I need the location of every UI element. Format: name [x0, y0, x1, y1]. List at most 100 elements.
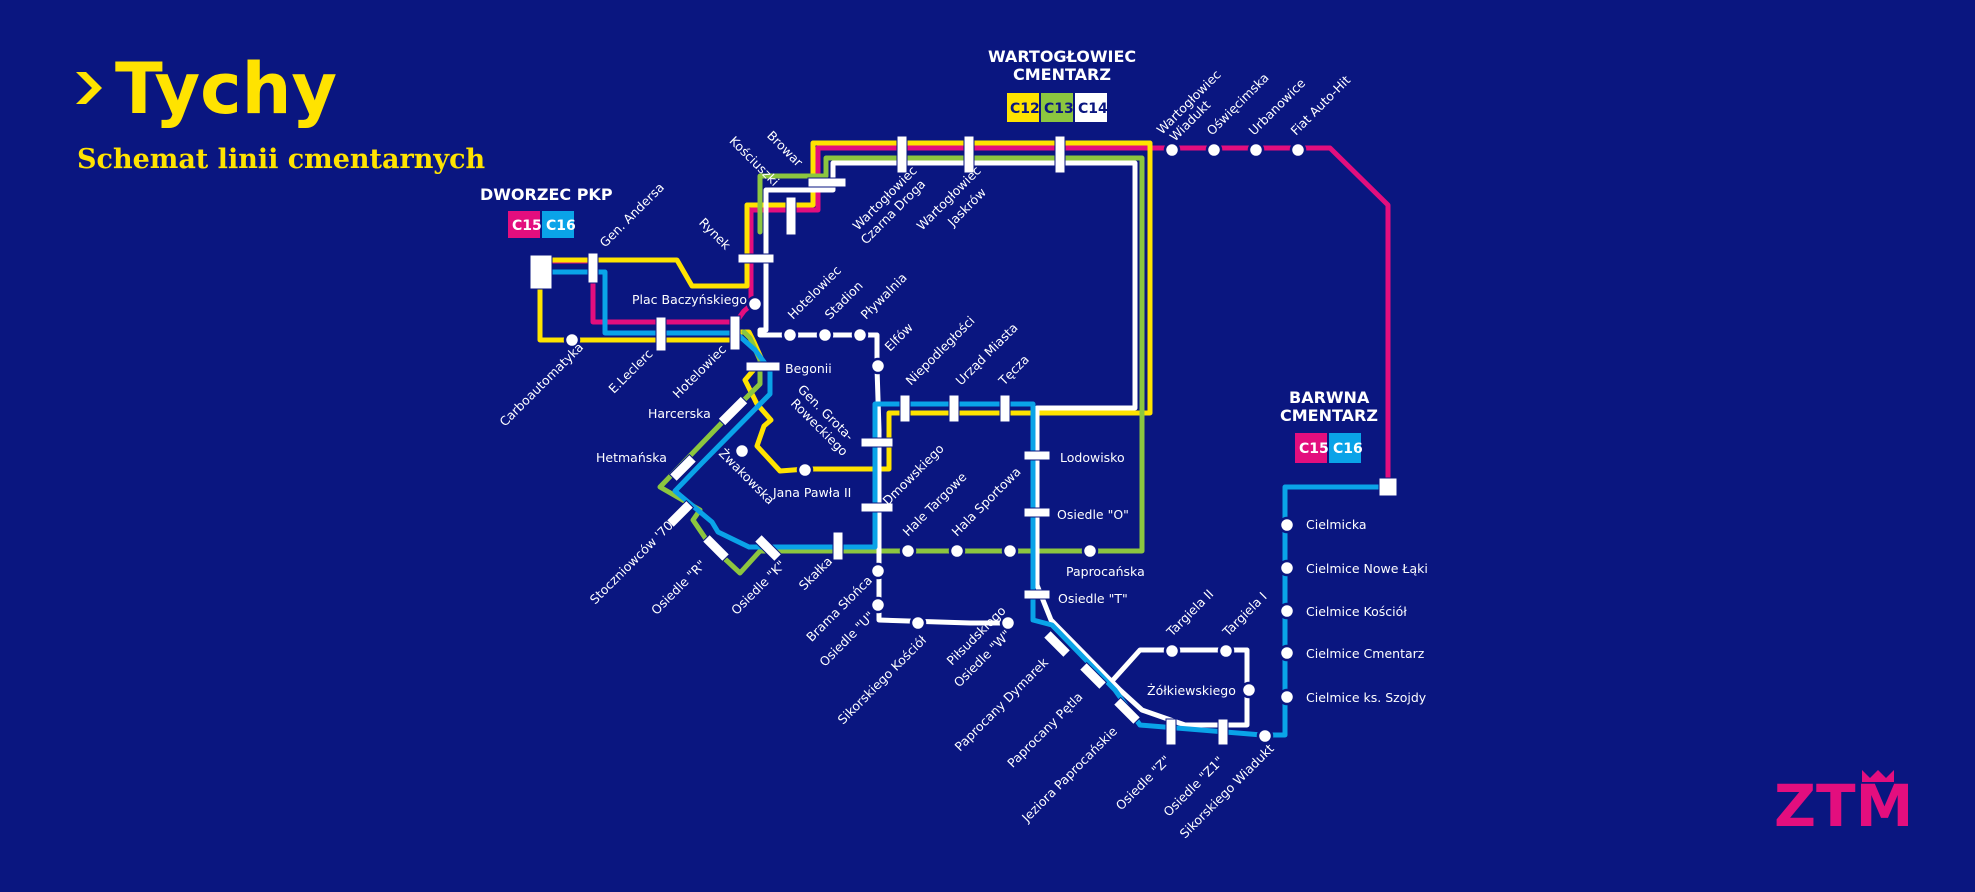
- stop-osiedle-w[interactable]: [999, 614, 1017, 632]
- label-nowe-laki: Cielmice Nowe Łąki: [1306, 561, 1428, 576]
- ztm-logo: ZTM: [1774, 770, 1913, 840]
- label-begonii: Begonii: [785, 361, 832, 376]
- stop-stadion[interactable]: [816, 326, 834, 344]
- stop-hotelowiec-s[interactable]: [781, 326, 799, 344]
- station-hotelowiec-w[interactable]: [729, 315, 741, 351]
- stop-elfow[interactable]: [869, 357, 887, 375]
- station-osiedle-r[interactable]: [701, 533, 731, 563]
- terminal-barwna: BARWNA CMENTARZ C15 C16: [1280, 388, 1378, 463]
- stop-zwakowska[interactable]: [733, 442, 751, 460]
- station-osiedle-t[interactable]: [1023, 589, 1051, 600]
- badge-c14-label: C14: [1078, 101, 1108, 117]
- station-hetmanska[interactable]: [668, 453, 698, 483]
- terminal-barwna-name-1: BARWNA: [1289, 388, 1370, 407]
- stop-kosciol[interactable]: [1278, 602, 1296, 620]
- station-rynek[interactable]: [737, 253, 775, 264]
- station-wart-czarna[interactable]: [896, 135, 908, 174]
- badge-c16-label: C16: [1333, 441, 1363, 457]
- terminal-wartoglowiec: WARTOGŁOWIEC CMENTARZ C12 C13 C14: [988, 47, 1136, 122]
- station-skalka[interactable]: [832, 531, 844, 561]
- station-wart-cmentarz[interactable]: [1054, 135, 1066, 174]
- label-zolkiewskiego: Żółkiewskiego: [1147, 683, 1236, 698]
- stations: [529, 135, 1398, 746]
- station-barwna[interactable]: [1378, 477, 1398, 497]
- stop-zolkiewskiego[interactable]: [1240, 681, 1258, 699]
- label-osiedle-t: Osiedle "T": [1058, 591, 1128, 606]
- stop-plywalnia[interactable]: [851, 326, 869, 344]
- stop-fiat[interactable]: [1289, 141, 1307, 159]
- station-jeziora[interactable]: [1112, 696, 1142, 726]
- stop-plac[interactable]: [746, 295, 764, 313]
- map-subtitle: Schemat linii cmentarnych: [77, 144, 486, 175]
- label-cmentarz: Cielmice Cmentarz: [1306, 646, 1425, 661]
- station-begonii[interactable]: [745, 361, 781, 372]
- stop-paprocanska[interactable]: [1081, 542, 1099, 560]
- station-osiedle-k[interactable]: [753, 533, 783, 563]
- station-pap-dymarek[interactable]: [1042, 629, 1072, 659]
- station-dmowskiego[interactable]: [860, 502, 894, 513]
- station-lodowisko[interactable]: [1023, 450, 1051, 461]
- label-kosciol: Cielmice Kościół: [1306, 604, 1407, 619]
- stop-nowe-laki[interactable]: [1278, 559, 1296, 577]
- label-targiela-2: Targiela II: [1163, 586, 1217, 640]
- stop-oswiecimska[interactable]: [1205, 141, 1223, 159]
- badge-c15: [508, 211, 540, 238]
- station-osiedle-o[interactable]: [1023, 507, 1051, 518]
- station-eleclerc[interactable]: [655, 316, 667, 352]
- stop-sikorskiego-k[interactable]: [909, 614, 927, 632]
- label-elfow: Elfów: [882, 320, 916, 354]
- stop-targiela-2[interactable]: [1163, 642, 1181, 660]
- chevron-right-icon: [76, 72, 102, 104]
- label-harcerska: Harcerska: [648, 406, 711, 421]
- station-kosciuszki[interactable]: [785, 196, 797, 236]
- label-szojdy: Cielmice ks. Szojdy: [1306, 690, 1427, 705]
- stop-brama[interactable]: [869, 562, 887, 580]
- station-dworzec[interactable]: [529, 254, 553, 290]
- station-browar[interactable]: [807, 177, 847, 188]
- stop-labels: Gen. Andersa Rynek Kościuszki Browar War…: [496, 67, 1428, 841]
- terminal-barwna-name-2: CMENTARZ: [1280, 406, 1378, 425]
- stop-osiedle-u[interactable]: [869, 596, 887, 614]
- label-eleclerc: E.Leclerc: [605, 346, 655, 396]
- badge-c16: [542, 211, 574, 238]
- station-pap-petla[interactable]: [1078, 661, 1108, 691]
- badge-c15-label: C15: [512, 218, 542, 234]
- stop-targiela-1[interactable]: [1217, 642, 1235, 660]
- station-niepodleglosci[interactable]: [899, 394, 911, 423]
- stop-cielmicka[interactable]: [1278, 516, 1296, 534]
- label-plywalnia: Pływalnia: [858, 270, 910, 322]
- header: Tychy Schemat linii cmentarnych: [76, 48, 486, 175]
- label-cielmicka: Cielmicka: [1306, 517, 1367, 532]
- stop-pilsudskiego-dot[interactable]: [1001, 542, 1019, 560]
- station-urzad[interactable]: [948, 394, 960, 423]
- station-osiedle-z1[interactable]: [1217, 718, 1229, 746]
- station-grota[interactable]: [860, 437, 894, 448]
- label-osiedle-k: Osiedle "K": [728, 557, 788, 617]
- stop-wart-wiadukt[interactable]: [1163, 141, 1181, 159]
- label-hetmanska: Hetmańska: [596, 450, 667, 465]
- logo-text: ZTM: [1774, 772, 1913, 840]
- badge-c13: [1041, 93, 1073, 122]
- terminal-dworzec: DWORZEC PKP C15 C16: [480, 185, 613, 238]
- station-stoczniowcow[interactable]: [665, 499, 695, 529]
- stop-sikorskiego-w[interactable]: [1256, 727, 1274, 745]
- stop-carbo[interactable]: [563, 331, 581, 349]
- label-browar: Browar: [764, 128, 806, 170]
- stop-urbanowice[interactable]: [1247, 141, 1265, 159]
- stop-cmentarz[interactable]: [1278, 644, 1296, 662]
- stop-hale[interactable]: [899, 542, 917, 560]
- station-tecza[interactable]: [999, 394, 1011, 423]
- badge-c16-label: C16: [546, 218, 576, 234]
- station-harcerska[interactable]: [717, 395, 749, 427]
- label-carbo: Carboautomatyka: [496, 339, 586, 429]
- station-gen-andersa[interactable]: [587, 252, 599, 284]
- badge-c12-label: C12: [1010, 101, 1040, 117]
- city-title: Tychy: [115, 48, 337, 130]
- stop-szojdy[interactable]: [1278, 688, 1296, 706]
- stop-jana-pawla[interactable]: [796, 461, 814, 479]
- station-wart-jaskrow[interactable]: [963, 135, 975, 174]
- stop-hala[interactable]: [948, 542, 966, 560]
- station-osiedle-z[interactable]: [1165, 718, 1177, 746]
- badge-c15: [1295, 433, 1327, 463]
